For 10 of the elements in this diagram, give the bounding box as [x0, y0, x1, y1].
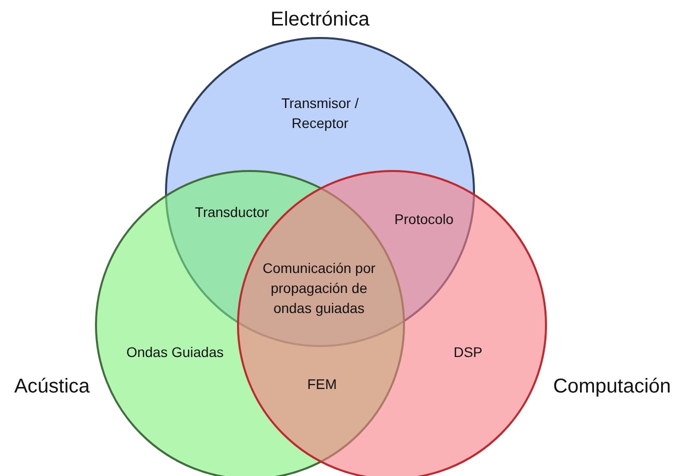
circle-title: Acústica	[14, 376, 90, 398]
region-label: FEM	[306, 375, 338, 394]
region-label: Ondas Guiadas	[125, 343, 225, 362]
region-label: Transductor	[194, 203, 270, 222]
circle-title: Computación	[553, 376, 671, 398]
region-label: Comunicación por propagación de ondas guiadas	[262, 259, 376, 318]
region-label: Protocolo	[393, 210, 455, 229]
circle-title: Electrónica	[270, 8, 370, 32]
region-label: Transmisor / Receptor	[280, 94, 360, 133]
region-label: DSP	[452, 343, 484, 362]
